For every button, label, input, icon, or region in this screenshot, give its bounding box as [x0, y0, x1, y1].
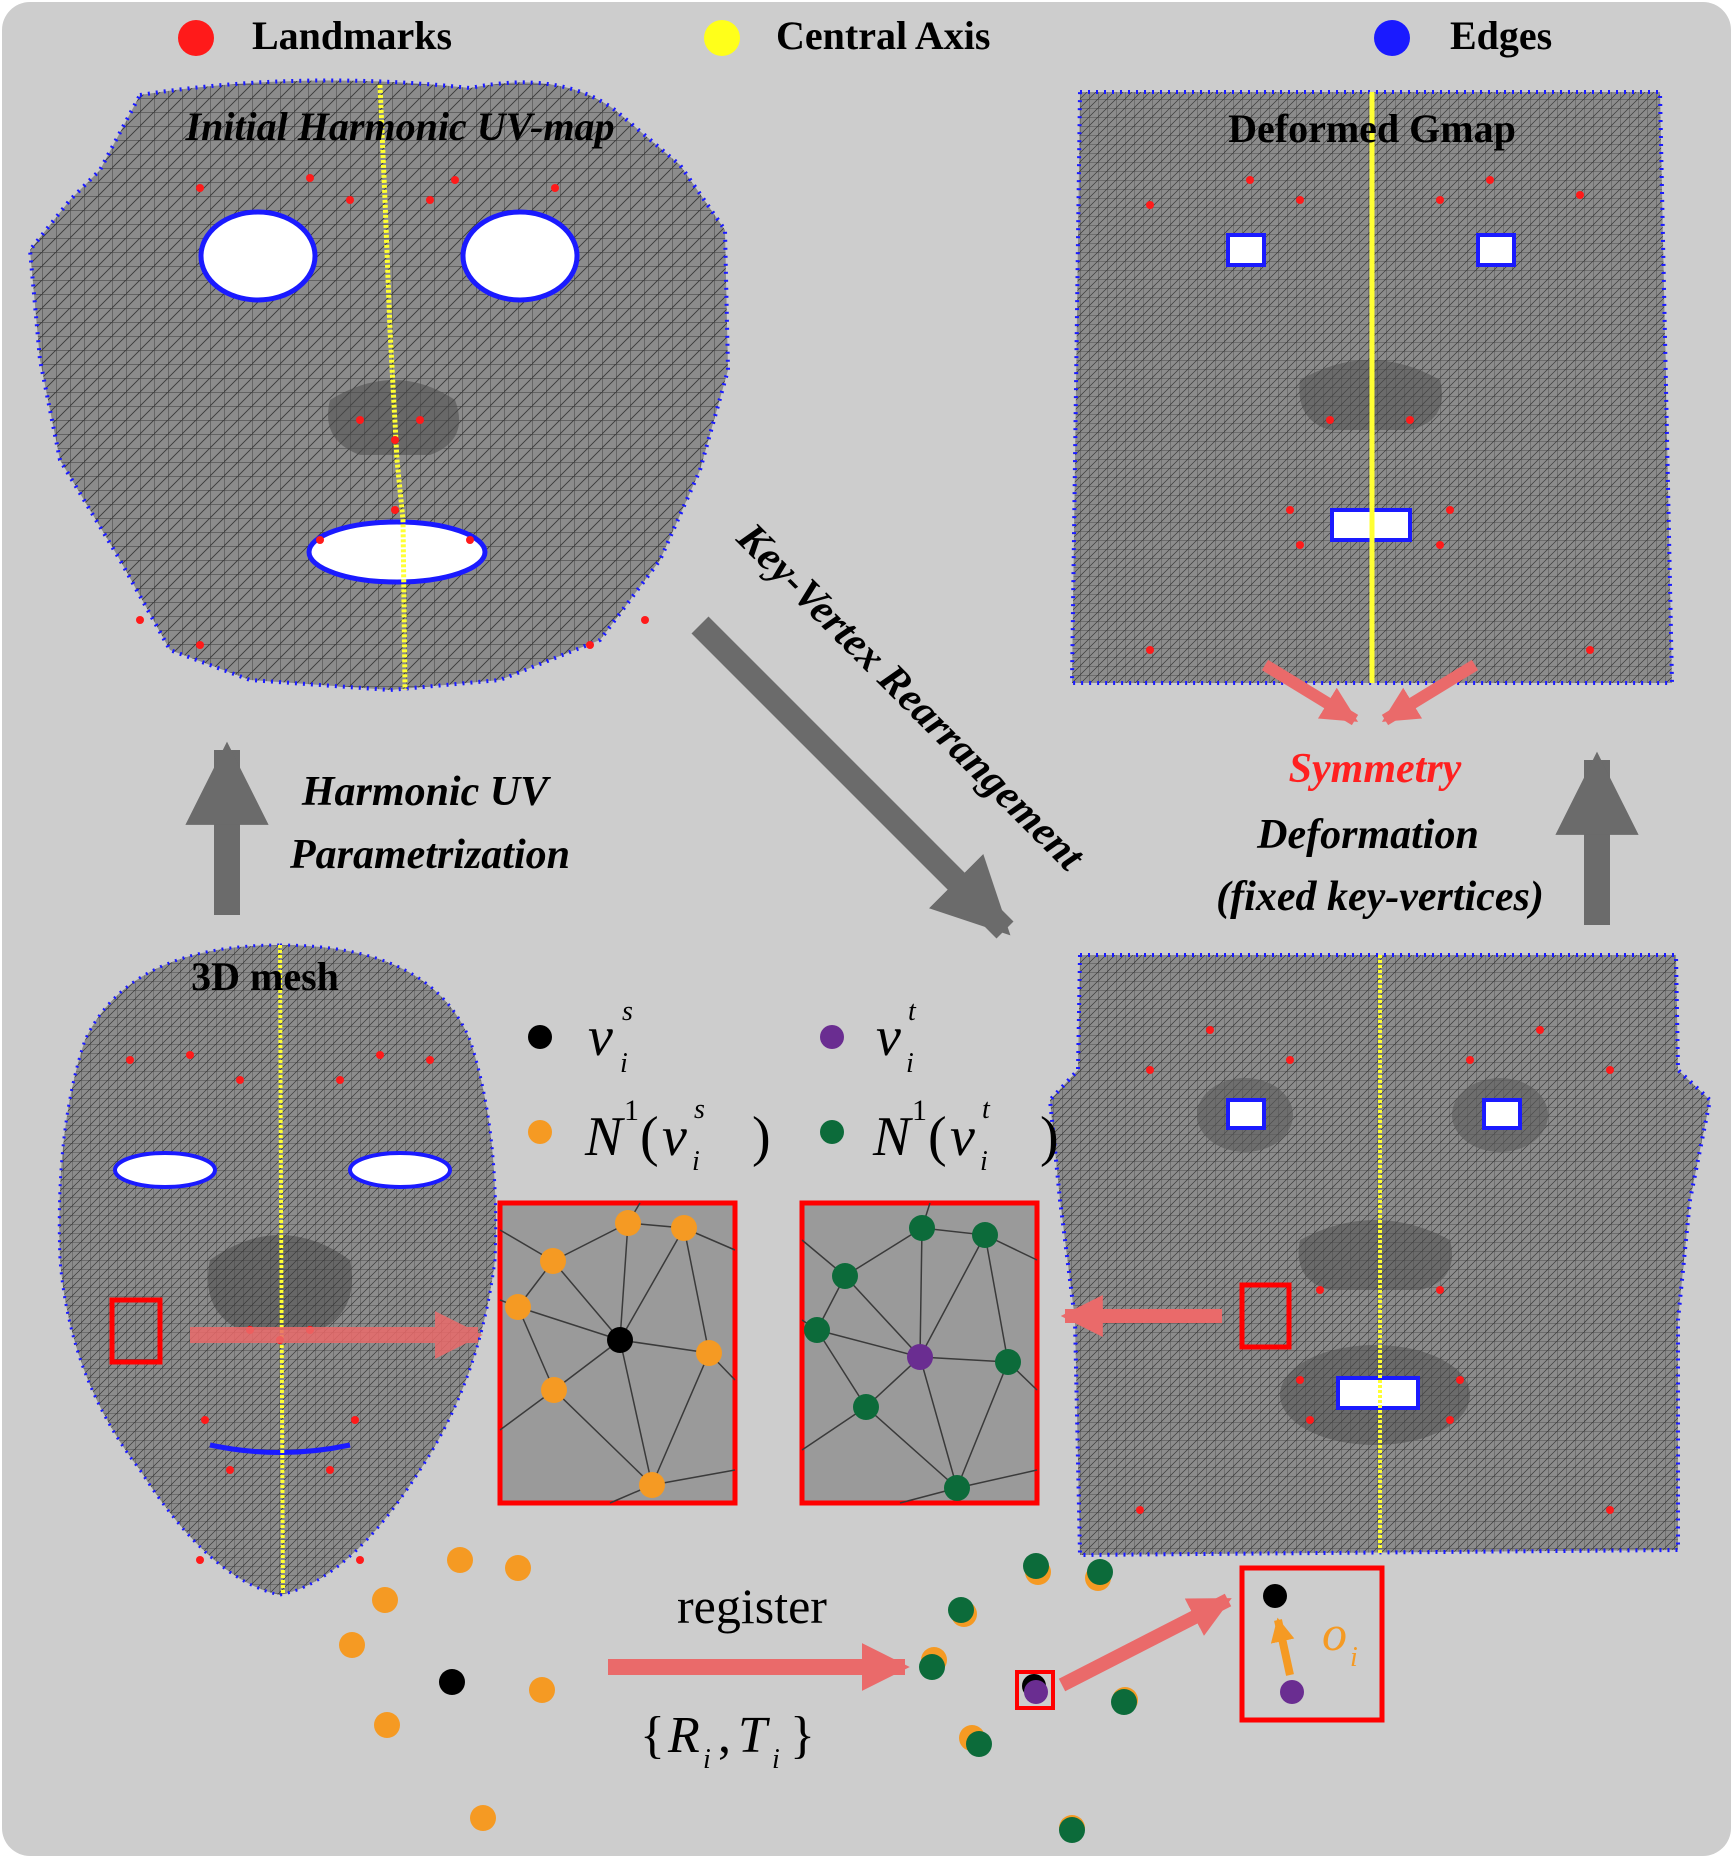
- mesh3d-landmarks: [126, 1051, 434, 1564]
- ns-symbol: N: [584, 1106, 625, 1168]
- mesh3d-region-box: [109, 1297, 163, 1365]
- gmap-right-eye-hole: [1476, 233, 1516, 267]
- nt-paren-close: ): [1040, 1106, 1059, 1168]
- mesh3d-right-eye: [348, 1151, 452, 1189]
- zoom-arrow: [1058, 1593, 1232, 1692]
- source-scatter: [339, 1547, 555, 1831]
- ns-arg-v: v: [662, 1106, 687, 1168]
- ns-arg-sup: s: [694, 1094, 705, 1125]
- target-vertex-point: [907, 1344, 933, 1370]
- target-neighbor-points: [804, 1215, 1021, 1501]
- uv-landmarks: [136, 174, 649, 649]
- offset-target-point: [1280, 1680, 1304, 1704]
- symmetry-label: Symmetry: [1289, 746, 1462, 792]
- rearranged-region-box: [1239, 1282, 1292, 1350]
- offset-label-sub: i: [1350, 1642, 1358, 1673]
- rearranged-right-eye-hole: [1482, 1098, 1522, 1130]
- harmonic-label-line2: Parametrization: [289, 832, 570, 878]
- ns-arg-sub: i: [692, 1146, 700, 1177]
- central-axis-legend-label: Central Axis: [776, 13, 990, 58]
- gmap-landmarks: [1146, 176, 1594, 654]
- nt-superscript: 1: [912, 1094, 927, 1127]
- registered-center-target: [1024, 1680, 1048, 1704]
- vs-sup: s: [622, 996, 633, 1027]
- rearranged-nose-shading: [1298, 1220, 1452, 1290]
- source-vertex-point: [607, 1327, 633, 1353]
- vs-sub: i: [620, 1048, 628, 1079]
- vt-symbol: v: [876, 1006, 901, 1068]
- ns-superscript: 1: [624, 1094, 639, 1127]
- nt-symbol: N: [872, 1106, 913, 1168]
- landmarks-legend-dot: [178, 20, 214, 56]
- mesh3d-title: 3D mesh: [191, 954, 339, 999]
- ns-paren-close: ): [752, 1106, 771, 1168]
- register-r: R: [667, 1707, 700, 1764]
- uv-map-title: Initial Harmonic UV-map: [185, 104, 615, 149]
- svg-text:}: }: [790, 1707, 815, 1764]
- nt-arg-v: v: [950, 1106, 975, 1168]
- svg-text:,: ,: [718, 1707, 731, 1764]
- vs-symbol: v: [588, 1006, 613, 1068]
- harmonic-label-line1: Harmonic UV: [301, 769, 551, 815]
- source-neighbor-points: [505, 1210, 722, 1498]
- legend: Landmarks Central Axis Edges: [178, 13, 1552, 58]
- offset-source-point: [1263, 1584, 1287, 1608]
- central-axis-legend-dot: [704, 20, 740, 56]
- register-transform-label: { R i , T i }: [640, 1707, 815, 1775]
- mesh3d-left-eye: [113, 1151, 217, 1189]
- nt-dot: [820, 1120, 844, 1144]
- ns-paren-open: (: [640, 1106, 659, 1168]
- mesh3d-face: [57, 943, 498, 1597]
- svg-text:{: {: [640, 1707, 665, 1764]
- rearranged-landmarks: [1136, 1026, 1614, 1514]
- registered-center-box: [1015, 1670, 1055, 1710]
- rearranged-panel: [1047, 953, 1713, 1558]
- nt-arg-sup: t: [982, 1094, 991, 1125]
- uv-mouth-hole: [306, 519, 488, 585]
- registered-scatter: [919, 1553, 1138, 1843]
- register-t: T: [738, 1707, 770, 1764]
- deformation-label-line1: Deformation: [1256, 812, 1479, 858]
- notation-legend: v s i v t i N 1 ( v s i ) N 1 ( v t i ): [528, 996, 1059, 1177]
- register-label: register: [677, 1578, 827, 1634]
- source-scatter-center: [439, 1669, 465, 1695]
- vs-dot: [528, 1025, 552, 1049]
- edges-legend-label: Edges: [1450, 13, 1552, 58]
- gmap-panel: Deformed Gmap: [1069, 90, 1675, 685]
- symmetry-arrow-left: [1261, 659, 1359, 726]
- nt-arg-sub: i: [980, 1146, 988, 1177]
- ns-dot: [528, 1120, 552, 1144]
- uv-central-axis: [377, 84, 408, 691]
- uv-left-eye-hole: [198, 209, 318, 303]
- edges-legend-dot: [1374, 20, 1410, 56]
- register-r-sub: i: [703, 1744, 711, 1775]
- uv-right-eye-hole: [460, 209, 580, 303]
- offset-arrow: [1270, 1617, 1295, 1676]
- deformation-label-line2: (fixed key-vertices): [1216, 874, 1544, 920]
- gmap-title: Deformed Gmap: [1228, 106, 1516, 151]
- vt-dot: [820, 1025, 844, 1049]
- uv-map-panel: Initial Harmonic UV-map: [27, 78, 731, 693]
- register-t-sub: i: [772, 1744, 780, 1775]
- vt-sub: i: [906, 1048, 914, 1079]
- mesh3d-mouth: [209, 1442, 351, 1455]
- vt-sup: t: [908, 996, 917, 1027]
- symmetry-arrow-right: [1381, 659, 1479, 726]
- source-neighborhood-inset: [497, 1200, 738, 1506]
- mesh3d-panel: 3D mesh: [57, 943, 498, 1597]
- rearranged-left-eye-hole: [1226, 1098, 1266, 1130]
- mesh3d-central-axis: [278, 944, 285, 1596]
- offset-zoom-box: o i: [1239, 1565, 1385, 1723]
- key-vertex-arrow: [691, 616, 1014, 939]
- nt-paren-open: (: [928, 1106, 947, 1168]
- target-neighborhood-inset: [799, 1200, 1040, 1506]
- landmarks-legend-label: Landmarks: [252, 13, 452, 58]
- offset-label: o: [1322, 1605, 1347, 1661]
- gmap-left-eye-hole: [1226, 233, 1266, 267]
